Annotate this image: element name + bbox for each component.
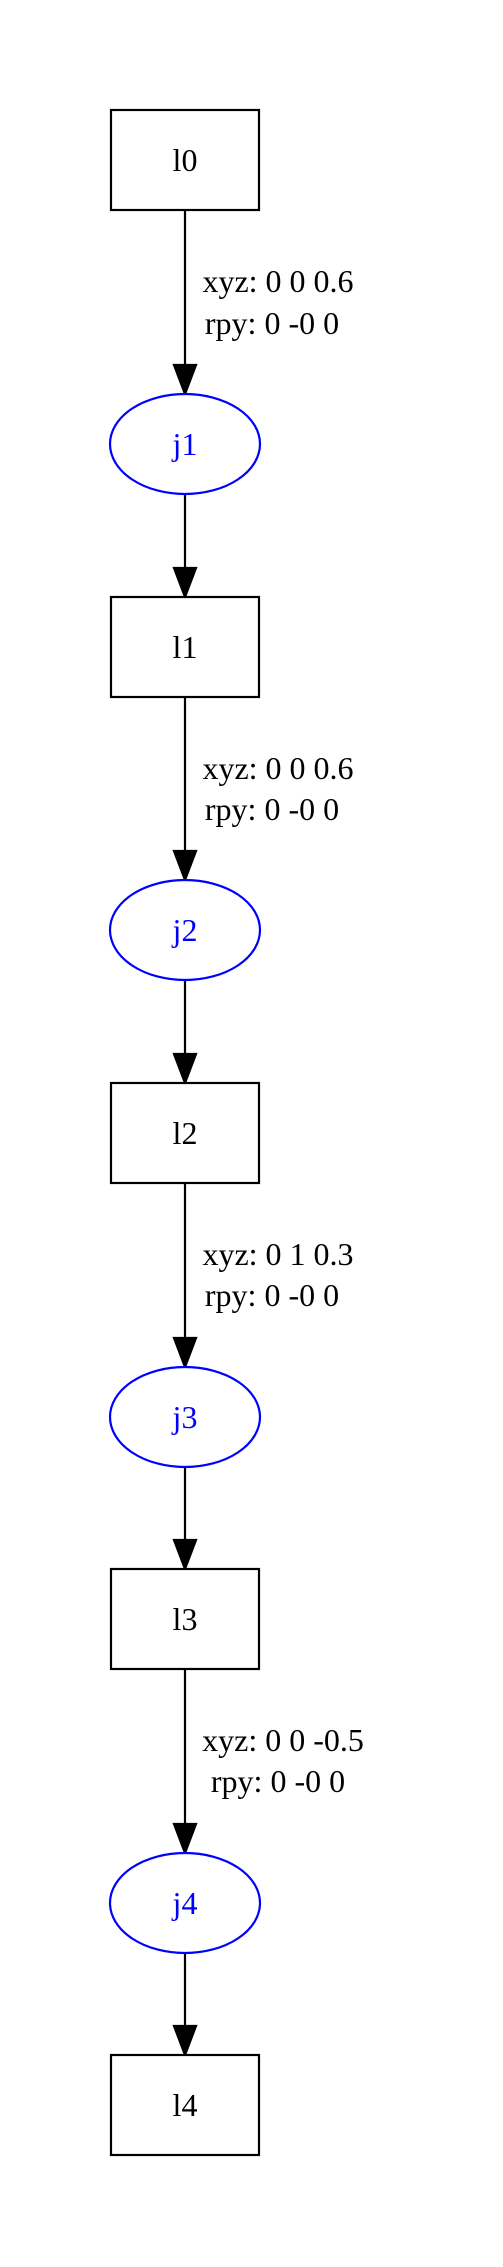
- edge-j4-l4: [172, 1953, 198, 2059]
- edge-label-j3-xyz: xyz: 0 1 0.3: [202, 1236, 353, 1272]
- link-node-l3: l3: [109, 1567, 261, 1671]
- edge-l2-j3: xyz: 0 1 0.3 rpy: 0 -0 0: [172, 1183, 354, 1371]
- link-label-l2: l2: [173, 1115, 198, 1151]
- link-label-l1: l1: [173, 629, 198, 665]
- link-node-l4: l4: [109, 2053, 261, 2157]
- joint-node-j2: j2: [108, 878, 262, 982]
- link-label-l3: l3: [173, 1601, 198, 1637]
- edge-label-j2-xyz: xyz: 0 0 0.6: [202, 750, 353, 786]
- edge-j1-l1: [172, 494, 198, 601]
- link-label-l4: l4: [173, 2087, 198, 2123]
- edge-j3-l3: [172, 1467, 198, 1573]
- edge-l0-j1: xyz: 0 0 0.6 rpy: 0 -0 0: [172, 210, 354, 398]
- link-node-l0: l0: [109, 108, 261, 212]
- edge-label-j1-xyz: xyz: 0 0 0.6: [202, 263, 353, 299]
- link-label-l0: l0: [173, 142, 198, 178]
- edge-j2-l2: [172, 980, 198, 1087]
- edge-label-j4-xyz: xyz: 0 0 -0.5: [202, 1722, 364, 1758]
- joint-node-j1: j1: [108, 392, 262, 496]
- link-node-l1: l1: [109, 595, 261, 699]
- edge-label-j4-rpy: rpy: 0 -0 0: [211, 1763, 345, 1799]
- joint-node-j3: j3: [108, 1365, 262, 1469]
- edge-l3-j4: xyz: 0 0 -0.5 rpy: 0 -0 0: [172, 1669, 364, 1857]
- edge-label-j2-rpy: rpy: 0 -0 0: [205, 791, 339, 827]
- edge-label-j3-rpy: rpy: 0 -0 0: [205, 1277, 339, 1313]
- edge-l1-j2: xyz: 0 0 0.6 rpy: 0 -0 0: [172, 697, 354, 884]
- joint-label-j2: j2: [172, 912, 198, 948]
- edge-label-j1-rpy: rpy: 0 -0 0: [205, 305, 339, 341]
- joint-label-j3: j3: [172, 1399, 198, 1435]
- joint-node-j4: j4: [108, 1851, 262, 1955]
- joint-label-j4: j4: [172, 1885, 198, 1921]
- link-node-l2: l2: [109, 1081, 261, 1185]
- joint-label-j1: j1: [172, 426, 198, 462]
